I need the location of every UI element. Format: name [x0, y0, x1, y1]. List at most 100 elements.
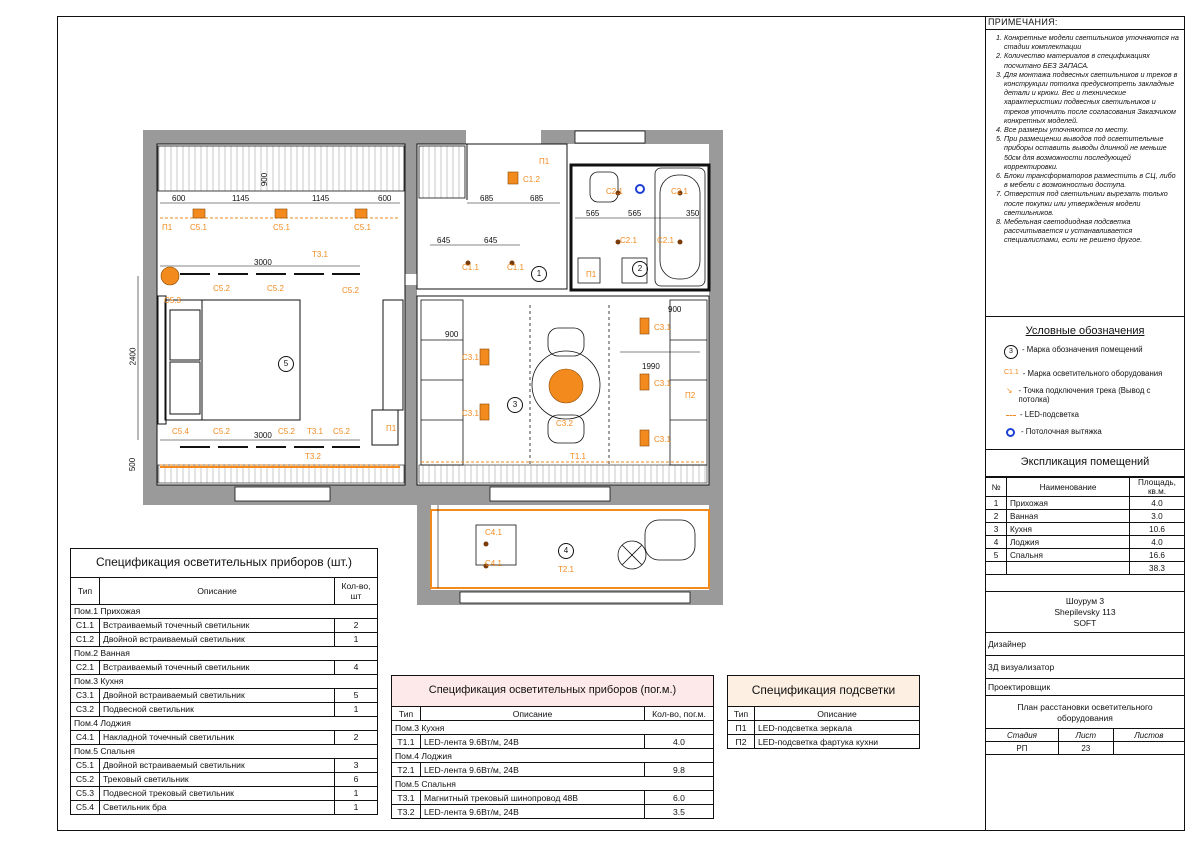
legend-item: С1.1 - Марка осветительного оборудования — [1004, 369, 1184, 378]
spec-fixtures-m: Спецификация осветительных приборов (пог… — [391, 675, 714, 819]
note-item: Все размеры уточняются по месту. — [1004, 125, 1181, 134]
legend-item: - LED-подсветка — [1006, 410, 1184, 419]
floor-plan — [137, 130, 723, 605]
table-row: Пом.1 Прихожая — [71, 603, 377, 618]
table-row: Пом.4 Лоджия — [392, 748, 713, 763]
spec-fixtures-pcs: Спецификация осветительных приборов (шт.… — [70, 548, 378, 815]
spec-title: Спецификация подсветки — [728, 676, 919, 707]
sheet-title: План расстановки осветительного оборудов… — [1017, 702, 1153, 723]
ceiling-fan-icon — [1006, 428, 1015, 437]
table-row: Пом.3 Кухня — [392, 720, 713, 735]
note-item: Мебельная светодиодная подсветка рассчит… — [1004, 217, 1181, 245]
table-header: Описание — [420, 707, 645, 721]
legend: Условные обозначения 3 - Марка обозначен… — [986, 316, 1184, 437]
note-item: Блоки трансформаторов разместить в СЦ, л… — [1004, 171, 1181, 189]
bathroom-fixtures — [577, 167, 706, 287]
table-row: Пом.5 Спальня — [392, 776, 713, 791]
role-designer: Дизайнер — [986, 633, 1184, 656]
table-row: Пом.4 Лоджия — [71, 715, 377, 730]
table-header: Наименование — [1006, 477, 1130, 497]
note-item: Для монтажа подвесных светильников и тре… — [1004, 70, 1181, 125]
track-connection-icon: ↘ — [1006, 386, 1013, 395]
bed — [157, 295, 301, 425]
table-header: Описание — [754, 707, 919, 721]
room-mark-icon: 3 — [1004, 345, 1018, 359]
dimension-lines — [137, 202, 700, 588]
windows — [234, 130, 691, 604]
fixture-mark-icon: С1.1 — [1004, 369, 1019, 376]
legend-text: - Потолочная вытяжка — [1021, 427, 1102, 436]
table-row: 38.3 — [986, 561, 1184, 575]
table-header: Тип — [733, 708, 749, 719]
notes-panel: ПРИМЕЧАНИЯ: Конкретные модели светильник… — [985, 16, 1185, 831]
table-row: Пом.3 Кухня — [71, 673, 377, 688]
legend-item: - Потолочная вытяжка — [1006, 427, 1184, 437]
table-row: Пом.5 Спальня — [71, 743, 377, 758]
project-name: Шоурум 3 Shepilevsky 113 SOFT — [986, 592, 1184, 633]
fixtures — [160, 171, 650, 447]
kitchen-furniture — [420, 299, 708, 466]
table-header: Кол-во, шт — [334, 578, 377, 604]
table-row: Пом.2 Ванная — [71, 645, 377, 660]
note-item: Конкретные модели светильников уточняютс… — [1004, 33, 1181, 51]
table-header: Площадь, кв.м. — [1129, 477, 1184, 497]
led-line-icon — [1006, 415, 1016, 416]
walls — [143, 130, 723, 605]
note-item: Количество материалов в спецификациях по… — [1004, 51, 1181, 69]
note-item: Отверстия под светильники вырезать тольк… — [1004, 189, 1181, 217]
role-visualizer: 3Д визуализатор — [986, 656, 1184, 679]
role-engineer: Проектировщик — [986, 679, 1184, 696]
table-header: Описание — [99, 578, 335, 604]
legend-item: ↘ - Точка подключения трека (Вывод с пот… — [1006, 386, 1184, 404]
legend-text: - Марка обозначения помещений — [1022, 345, 1143, 354]
title-block: Шоурум 3 Shepilevsky 113 SOFT Дизайнер 3… — [986, 591, 1184, 755]
explication-title: Экспликация помещений — [986, 450, 1184, 477]
spec-table: Тип Описание Кол-во, пог.м. Пом.3 Кухня … — [392, 707, 713, 818]
notes-heading: ПРИМЕЧАНИЯ: — [986, 16, 1185, 30]
legend-text: - Точка подключения трека (Вывод с потол… — [1018, 386, 1151, 404]
led-strips — [160, 217, 705, 466]
notes-list: Конкретные модели светильников уточняютс… — [986, 33, 1185, 245]
legend-text: - Марка осветительного оборудования — [1022, 369, 1163, 378]
stage-table: Стадия Лист Листов РП 23 — [986, 728, 1184, 755]
table-header: Кол-во, пог.м. — [644, 707, 713, 721]
table-header: № — [986, 477, 1007, 497]
spot-lights — [465, 190, 683, 569]
spec-table: Тип Описание Кол-во, шт Пом.1 Прихожая С… — [71, 578, 377, 814]
ceiling-fan — [635, 184, 645, 194]
legend-title: Условные обозначения — [1025, 325, 1145, 337]
spec-title: Спецификация осветительных приборов (пог… — [392, 676, 713, 707]
legend-item: 3 - Марка обозначения помещений — [1004, 345, 1184, 359]
explication: Экспликация помещений № Наименование Пло… — [986, 449, 1184, 575]
total-area: 38.3 — [1129, 561, 1184, 575]
legend-text: - LED-подсветка — [1020, 410, 1079, 419]
note-item: При размещении выводов под осветительные… — [1004, 134, 1181, 171]
table-header: Тип — [398, 708, 414, 719]
spec-title: Спецификация осветительных приборов (шт.… — [71, 549, 377, 578]
drawing-sheet — [57, 16, 1185, 831]
